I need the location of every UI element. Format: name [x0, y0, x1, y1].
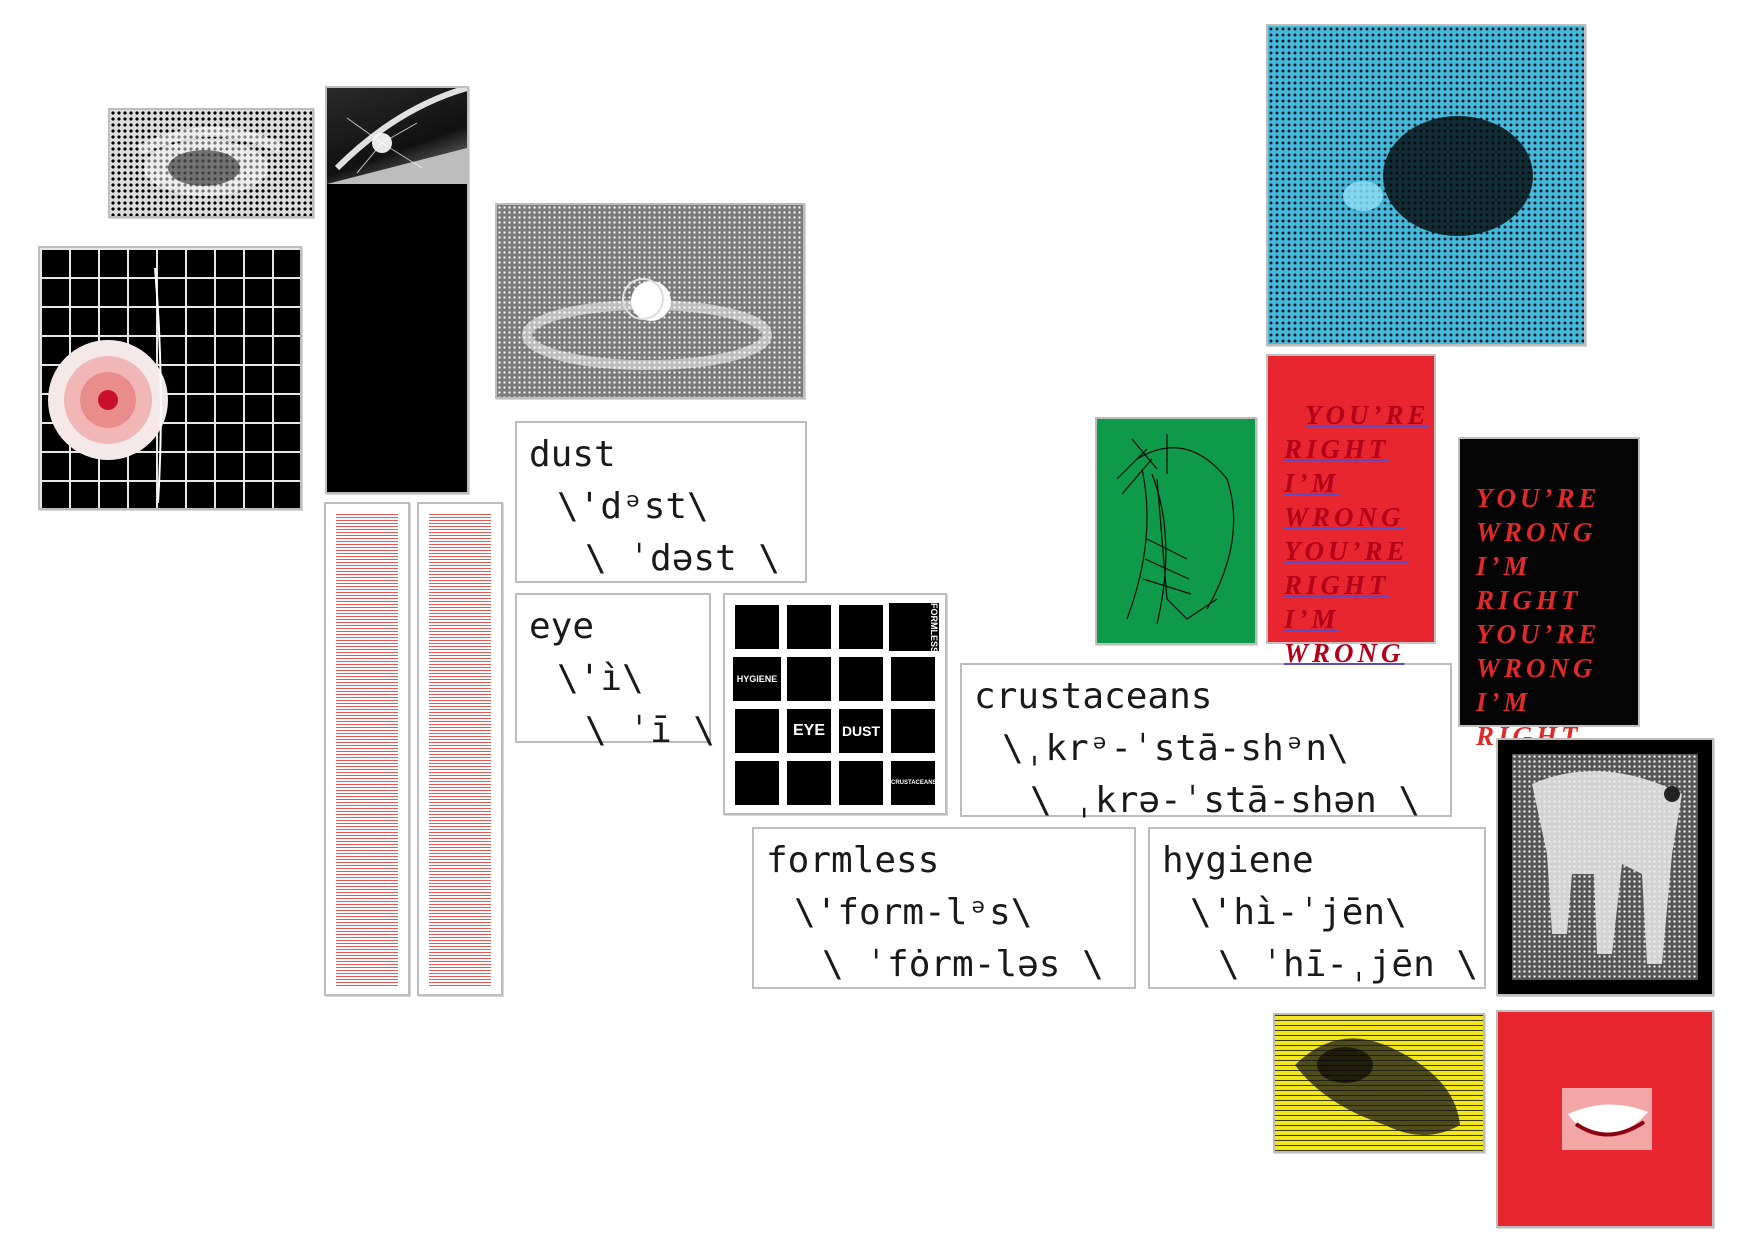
- collage-cell: [735, 605, 779, 649]
- collage-cell: [891, 657, 935, 701]
- poem-line: I’M: [1476, 687, 1532, 717]
- collage-cell: [735, 761, 779, 805]
- cyan-halftone-image: [1266, 24, 1586, 346]
- definition-word: dust: [529, 434, 616, 475]
- halftone-eye-image: [108, 108, 314, 218]
- red-text-column-right: [417, 502, 503, 996]
- pronunciation-secondary: \ ˈdəst \: [585, 538, 781, 579]
- pronunciation-primary: \'hì-ˈjēn\: [1190, 892, 1407, 933]
- shrimp-drawing-icon: [1116, 434, 1235, 625]
- yellow-halftone-image: [1273, 1013, 1485, 1153]
- collage-cell: [839, 761, 883, 805]
- collage-grid-card: FORMLESS HYGIENE EYE DUST CRUSTACEANS: [723, 593, 947, 815]
- poem-line: YOU’RE: [1476, 619, 1601, 649]
- black-light-panel: [325, 85, 469, 494]
- poem-line: RIGHT: [1476, 585, 1582, 615]
- poem-card-red: YOU’RE RIGHT I’M WRONG YOU’RE RIGHT I’M …: [1266, 354, 1436, 668]
- definition-card-eye: eye \'ì\ \ ˈī \: [515, 593, 715, 751]
- red-mouth-card: [1496, 1010, 1714, 1228]
- red-text-column-left: [324, 502, 410, 996]
- poem-line: I’M: [1284, 604, 1340, 634]
- poem-line: WRONG: [1476, 653, 1597, 683]
- collage-cell: [839, 605, 883, 649]
- pronunciation-primary: \'ì\: [557, 658, 644, 699]
- definition-card-formless: formless \'form-lᵊs\ \ ˈfȯrm-ləs \: [752, 827, 1136, 989]
- definition-card-crustaceans: crustaceans \ˌkrᵊ-ˈstā-shᵊn\ \ ˌkrə-ˈstā…: [960, 663, 1452, 821]
- definition-word: eye: [529, 606, 595, 647]
- halftone-drop-image: [495, 203, 805, 399]
- definition-word: hygiene: [1162, 840, 1314, 881]
- poem-line: I’M: [1476, 551, 1532, 581]
- poem-line: RIGHT: [1284, 434, 1390, 464]
- collage-cell: [891, 709, 935, 753]
- collage-label-dust: DUST: [839, 709, 883, 753]
- poem-line: RIGHT: [1284, 570, 1390, 600]
- collage-label-formless: FORMLESS: [889, 603, 939, 651]
- definition-card-hygiene: hygiene \'hì-ˈjēn\ \ ˈhī-ˌjēn \: [1148, 827, 1486, 989]
- collage-cell: [787, 761, 831, 805]
- pronunciation-secondary: \ ˈhī-ˌjēn \: [1218, 944, 1479, 985]
- poem-line: YOU’RE: [1476, 483, 1601, 513]
- collage-cell: [839, 657, 883, 701]
- collage-label-eye: EYE: [787, 709, 831, 753]
- collage-cell: [787, 657, 831, 701]
- poem-card-black: YOU’RE WRONG I’M RIGHT YOU’RE WRONG I’M …: [1458, 437, 1640, 751]
- pronunciation-primary: \'form-lᵊs\: [794, 892, 1033, 933]
- green-shrimp-card: [1095, 417, 1257, 645]
- pronunciation-secondary: \ ˌkrə-ˈstā-shən \: [1030, 780, 1421, 821]
- definition-card-dust: dust \'dᵊst\ \ ˈdəst \: [515, 421, 807, 583]
- poem-line: I’M: [1284, 468, 1340, 498]
- definition-word: crustaceans: [974, 676, 1213, 717]
- pronunciation-secondary: \ ˈfȯrm-ləs \: [822, 944, 1104, 985]
- dripping-halftone-image: [1496, 738, 1714, 996]
- collage-cell: [735, 709, 779, 753]
- collage-cell: [787, 605, 831, 649]
- poem-line: WRONG: [1284, 502, 1405, 532]
- pronunciation-secondary: \ ˈī \: [585, 710, 716, 751]
- poem-line: WRONG: [1284, 638, 1405, 668]
- poem-line: YOU’RE: [1284, 536, 1409, 566]
- definition-word: formless: [766, 840, 940, 881]
- grid-eyeball-image: [38, 246, 302, 510]
- poem-line: WRONG: [1476, 517, 1597, 547]
- poem-line: YOU’RE: [1305, 400, 1430, 430]
- collage-label-crustaceans: CRUSTACEANS: [891, 761, 935, 805]
- pronunciation-primary: \ˌkrᵊ-ˈstā-shᵊn\: [1002, 728, 1349, 769]
- pronunciation-primary: \'dᵊst\: [557, 486, 709, 527]
- collage-label-hygiene: HYGIENE: [733, 657, 781, 701]
- mouth-icon: [1562, 1088, 1652, 1150]
- eyeball-icon: [48, 267, 168, 504]
